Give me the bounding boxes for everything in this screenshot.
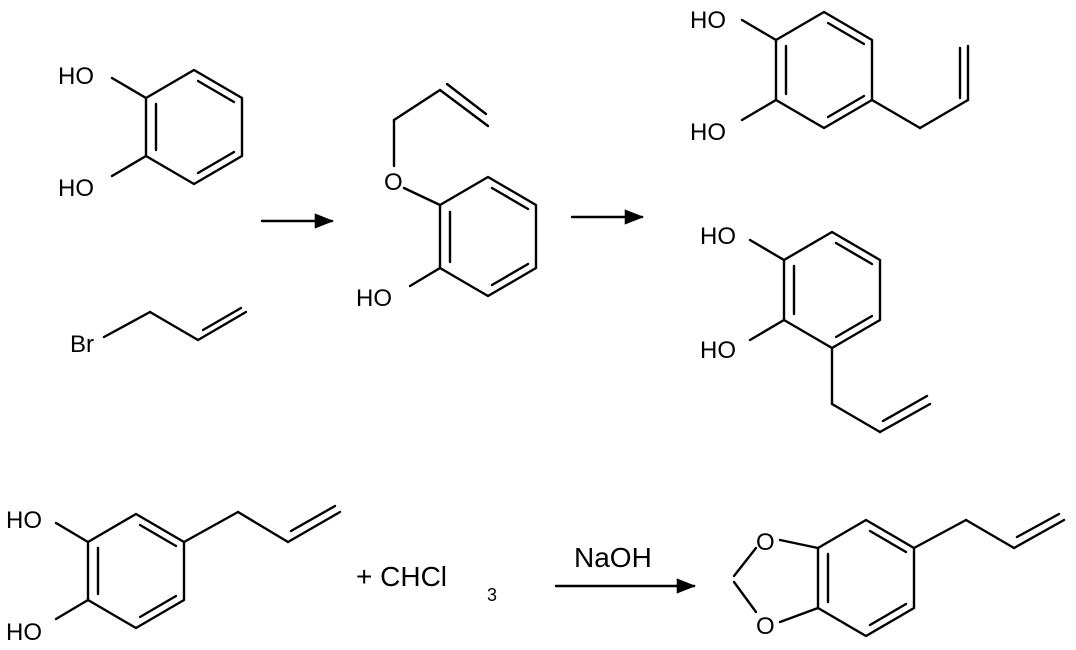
hydroxyl-label: HO — [6, 507, 42, 534]
base-reagent-label: NaOH — [574, 542, 652, 573]
catechol-structure: HO HO — [58, 63, 244, 202]
4-allylcatechol-structure: HO HO — [690, 7, 970, 146]
catechol-ring — [144, 68, 244, 186]
hydroxyl-label: HO — [6, 619, 42, 646]
chloroform-subscript: 3 — [487, 585, 497, 605]
chloroform-label: + CHCl — [356, 561, 447, 592]
bottom-allylcatechol-structure: HO HO — [6, 504, 342, 646]
bottom-allylcatechol-ring — [86, 512, 186, 630]
dioxole-oxygen-label: O — [756, 613, 775, 640]
hydroxyl-label: HO — [690, 7, 726, 34]
3-allylcatechol-ring — [782, 230, 882, 350]
allyloxyphenol-ring — [438, 175, 538, 298]
hydroxyl-label: HO — [58, 175, 94, 202]
hydroxyl-label: HO — [700, 223, 736, 250]
hydroxyl-label: HO — [700, 337, 736, 364]
allyl-bromide-structure: Br — [70, 306, 248, 358]
dioxole-oxygen-label: O — [756, 529, 775, 556]
hydroxyl-label: HO — [58, 63, 94, 90]
safrole-structure: O O — [732, 512, 1066, 640]
allyloxyphenol-structure: O HO — [356, 82, 538, 312]
bromine-label: Br — [70, 331, 94, 358]
hydroxyl-label: HO — [356, 285, 392, 312]
4-allylcatechol-ring — [774, 10, 874, 130]
ether-oxygen-label: O — [384, 169, 403, 196]
chloroform-reagent: + CHCl 3 — [356, 561, 497, 605]
3-allylcatechol-structure: HO HO — [700, 223, 932, 434]
hydroxyl-label: HO — [690, 119, 726, 146]
safrole-ring — [816, 518, 916, 638]
